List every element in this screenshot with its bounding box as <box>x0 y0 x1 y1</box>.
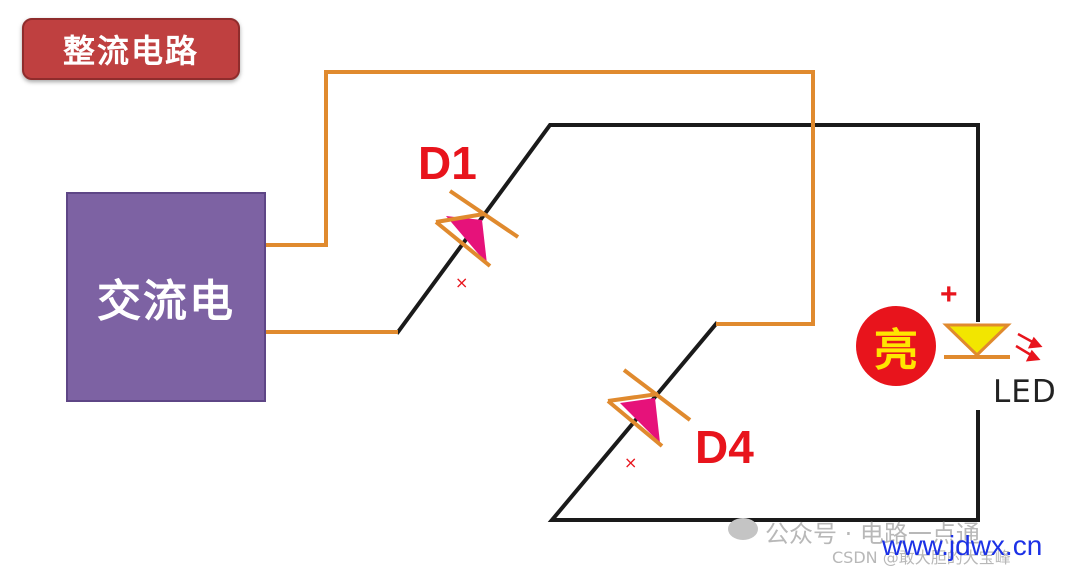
site-watermark: www.jdwx.cn <box>882 530 1043 561</box>
wire-source-top <box>266 70 815 326</box>
led-symbol <box>942 323 1043 362</box>
diode-d1-symbol <box>434 189 520 268</box>
csdn-watermark: CSDN @敢大胆的大宝峰 <box>832 548 1011 567</box>
wire-d1-to-led <box>395 123 980 335</box>
led-label: LED <box>993 374 1057 410</box>
wire-bottom-to-d4 <box>547 321 980 522</box>
d4-cathode-mark: × <box>624 453 637 472</box>
diode-d1-label: D1 <box>418 137 477 189</box>
ac-source-box: 交流电 <box>66 192 266 402</box>
led-bright-badge: 亮 <box>856 306 936 386</box>
diode-d4-label: D4 <box>695 421 754 473</box>
led-bright-text: 亮 <box>874 325 918 376</box>
wechat-watermark: 公众号 · 电路一点通 <box>765 520 980 548</box>
title-badge: 整流电路 <box>22 18 240 80</box>
title-text: 整流电路 <box>62 32 199 70</box>
d1-cathode-mark: × <box>455 273 468 292</box>
led-plus-label: + <box>940 278 958 311</box>
wechat-watermark-icon <box>728 518 758 540</box>
ac-source-label: 交流电 <box>97 276 235 327</box>
diode-d4-symbol <box>606 368 692 448</box>
